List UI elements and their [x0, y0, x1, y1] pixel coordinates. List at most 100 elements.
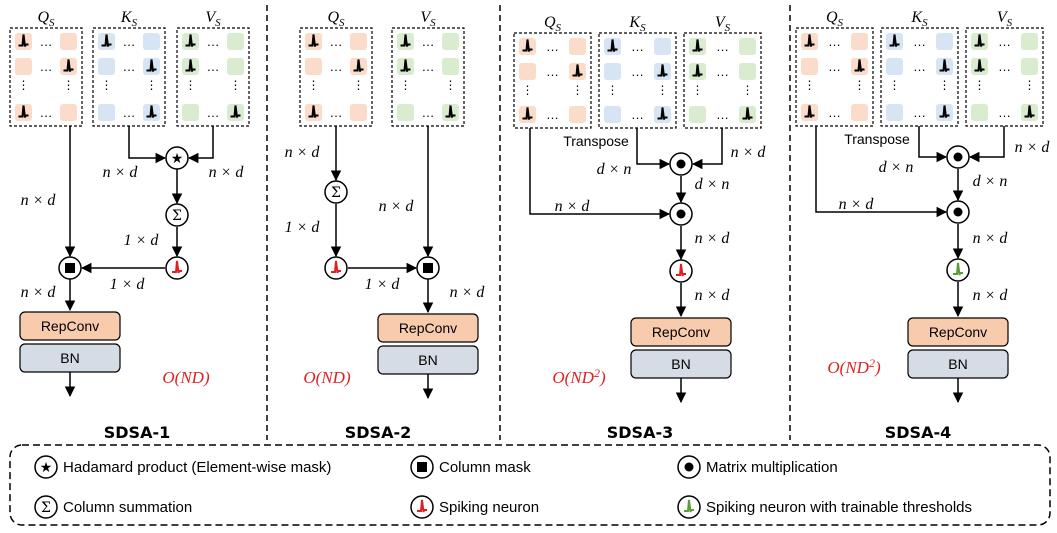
matrix-cell — [739, 38, 756, 55]
matrix-cell — [350, 33, 367, 50]
spike-path — [939, 59, 950, 72]
matrix-label: QS — [37, 9, 55, 29]
ellipsis: … — [422, 105, 435, 120]
matrix-cell — [604, 63, 621, 80]
spike-path — [692, 39, 703, 52]
matrix-cell — [886, 104, 903, 121]
spike-icon — [572, 64, 583, 77]
spike-path — [953, 262, 963, 276]
matrix-cell — [442, 58, 459, 75]
matrix-cell — [305, 58, 322, 75]
dim-label: 1 × d — [285, 219, 321, 236]
spike-icon — [63, 59, 74, 72]
op-matmul — [677, 455, 701, 479]
spike-path — [804, 34, 815, 47]
spike-icon — [974, 34, 985, 47]
dot-icon — [953, 152, 963, 162]
legend-label-column_sum: Column summation — [63, 499, 192, 516]
arrow — [128, 126, 167, 164]
spike-path — [522, 107, 533, 120]
spike-icon — [657, 64, 668, 77]
repconv-label: RepConv — [399, 320, 457, 336]
dim-label: n × d — [450, 284, 486, 301]
matrix-frame — [9, 27, 83, 127]
spike-path — [353, 59, 364, 72]
spike-path — [400, 34, 411, 47]
arrow — [187, 126, 214, 164]
matrix-cell — [801, 58, 818, 75]
matrix-cell — [689, 106, 706, 123]
vdots: ⋮ — [400, 78, 412, 92]
repconv-label: RepConv — [41, 318, 99, 334]
vdots: ⋮ — [657, 83, 669, 97]
dim-label: 1 × d — [365, 276, 401, 293]
spike-path — [146, 59, 157, 72]
spike-path — [572, 64, 583, 77]
spike-icon — [101, 34, 112, 47]
bn-label: BN — [671, 356, 690, 372]
legend-label-hadamard: Hadamard product (Element-wise mask) — [63, 459, 331, 476]
matrix-label: QS — [544, 14, 562, 34]
spike-icon — [417, 499, 427, 513]
dim-label: d × n — [973, 173, 1008, 190]
ellipsis: … — [716, 64, 729, 79]
spike-icon — [308, 34, 319, 47]
spike-path — [18, 105, 29, 118]
panel-title: SDSA-4 — [885, 423, 951, 442]
vdots: ⋮ — [607, 83, 619, 97]
spike-path — [692, 64, 703, 77]
complexity-label: O(ND) — [162, 368, 210, 387]
matrix-cell — [569, 38, 586, 55]
ellipsis: … — [40, 105, 53, 120]
panel-title: SDSA-2 — [345, 423, 411, 442]
legend-label-column_mask: Column mask — [439, 459, 531, 476]
spike-path — [657, 107, 668, 120]
spike-path — [308, 105, 319, 118]
matrix-cell — [60, 104, 77, 121]
arrow — [918, 126, 948, 163]
op-sum: Σ — [165, 203, 189, 227]
ellipsis: … — [40, 59, 53, 74]
vdots: ⋮ — [804, 78, 816, 92]
vdots: ⋮ — [445, 78, 457, 92]
ellipsis: … — [40, 34, 53, 49]
ellipsis: … — [123, 105, 136, 120]
matrix-label: VS — [715, 14, 731, 34]
matrix-cell — [886, 58, 903, 75]
vdots: ⋮ — [1024, 78, 1036, 92]
ellipsis: … — [828, 59, 841, 74]
matrix-cell — [1021, 58, 1038, 75]
complexity-label: O(ND) — [303, 368, 351, 387]
ellipsis: … — [207, 105, 220, 120]
panel-title: SDSA-3 — [607, 423, 673, 442]
bn-label: BN — [60, 350, 79, 366]
matrix-v: VS………⋮⋮ — [965, 9, 1044, 127]
vdots: ⋮ — [939, 78, 951, 92]
arrow — [529, 128, 671, 220]
dim-label: n × d — [555, 198, 591, 215]
matrix-cell — [569, 106, 586, 123]
sigma-icon: Σ — [331, 185, 341, 201]
op-spike — [324, 256, 348, 280]
spike-path — [63, 59, 74, 72]
spike-icon — [522, 107, 533, 120]
spike-icon — [676, 263, 686, 277]
op-circle — [34, 455, 58, 479]
ellipsis: … — [828, 34, 841, 49]
op-mask — [416, 256, 440, 280]
complexity-label: O(ND2) — [552, 366, 606, 387]
square-icon — [423, 263, 433, 273]
sigma-icon: Σ — [41, 500, 51, 516]
matrix-label: QS — [327, 9, 345, 29]
vdots: ⋮ — [854, 78, 866, 92]
dim-label: n × d — [1015, 139, 1051, 156]
matrix-frame — [513, 32, 592, 129]
op-circle — [34, 495, 58, 519]
legend-label-matmul: Matrix multiplication — [706, 459, 838, 476]
matrix-label: KS — [120, 9, 138, 29]
op-matmul — [946, 200, 970, 224]
op-hadamard: ★ — [34, 455, 58, 479]
spike-path — [522, 39, 533, 52]
